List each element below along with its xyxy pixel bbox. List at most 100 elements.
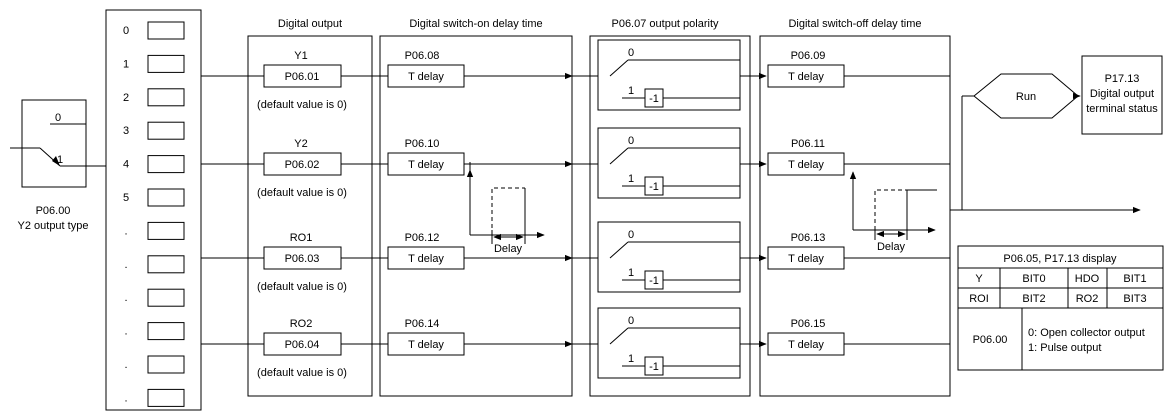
table-cell: BIT1 xyxy=(1123,273,1146,285)
title-output-polarity: P06.07 output polarity xyxy=(611,18,719,30)
y2-switch-pos1: 1 xyxy=(57,154,63,166)
polarity-one: 1 xyxy=(628,173,634,185)
y2-switch-frame xyxy=(21,99,87,188)
polarity-neg: -1 xyxy=(649,361,659,373)
polarity-box xyxy=(597,307,741,379)
delay-box-label: T delay xyxy=(408,159,444,171)
switch-on-code: P06.12 xyxy=(405,232,440,244)
selector-item-label: . xyxy=(124,359,127,371)
selector-list xyxy=(105,9,202,411)
polarity-one: 1 xyxy=(628,353,634,365)
selector-item-label: . xyxy=(124,392,127,404)
output-code: P06.01 xyxy=(285,71,320,83)
polarity-zero: 0 xyxy=(628,135,634,147)
switch-on-delay-graph: Delay xyxy=(466,162,545,255)
polarity-neg: -1 xyxy=(649,181,659,193)
selector-slot xyxy=(147,221,185,240)
y2-switch-caption: Y2 output type xyxy=(18,220,89,232)
output-code: P06.04 xyxy=(285,339,320,351)
output-name: Y1 xyxy=(294,50,307,62)
selector-slot xyxy=(147,255,185,274)
selector-slot xyxy=(147,288,185,307)
status-line3: terminal status xyxy=(1086,103,1158,115)
polarity-one: 1 xyxy=(628,85,634,97)
delay-box-label: T delay xyxy=(408,253,444,265)
output-default-note: (default value is 0) xyxy=(257,281,347,293)
y2-switch-code: P06.00 xyxy=(36,205,71,217)
selector-slot xyxy=(147,21,185,40)
selector-item-label: 3 xyxy=(123,125,129,137)
selector-items: 0 1 2 3 4 5...... xyxy=(123,21,185,407)
output-code: P06.03 xyxy=(285,253,320,265)
selector-slot xyxy=(147,322,185,341)
status-line2: Digital output xyxy=(1090,88,1154,100)
selector-slot xyxy=(147,355,185,374)
polarity-zero: 0 xyxy=(628,229,634,241)
switch-off-delay-label: Delay xyxy=(877,241,906,253)
run-label: Run xyxy=(1016,91,1036,103)
selector-item-label: 4 xyxy=(123,159,129,171)
polarity-box xyxy=(597,39,741,111)
delay-box-label: T delay xyxy=(408,339,444,351)
polarity-neg: -1 xyxy=(649,93,659,105)
table-cell: BIT2 xyxy=(1022,293,1045,305)
output-name: Y2 xyxy=(294,138,307,150)
polarity-neg: -1 xyxy=(649,275,659,287)
selector-slot xyxy=(147,155,185,174)
selector-slot xyxy=(147,54,185,73)
output-default-note: (default value is 0) xyxy=(257,187,347,199)
status-code: P17.13 xyxy=(1105,73,1140,85)
polarity-box xyxy=(597,127,741,199)
run-path: Run P17.13 Digital output terminal statu… xyxy=(950,55,1163,214)
switch-off-delay-graph: Delay xyxy=(849,171,937,253)
status-box xyxy=(1081,55,1163,135)
delay-box-label: T delay xyxy=(408,71,444,83)
selector-slot xyxy=(147,388,185,407)
table-cell: ROI xyxy=(969,293,989,305)
table-cell: RO2 xyxy=(1076,293,1099,305)
selector-item-label: 1 xyxy=(123,58,129,70)
switch-on-delay-label: Delay xyxy=(494,243,523,255)
display-table-title: P06.05, P17.13 display xyxy=(1003,253,1117,265)
delay-box-label: T delay xyxy=(788,339,824,351)
title-switch-on-delay: Digital switch-on delay time xyxy=(409,18,542,30)
switch-on-code: P06.10 xyxy=(405,138,440,150)
table-cell: BIT0 xyxy=(1022,273,1045,285)
output-default-note: (default value is 0) xyxy=(257,99,347,111)
display-table: P06.05, P17.13 display Y BIT0 HDO BIT1 R… xyxy=(957,245,1164,371)
output-name: RO2 xyxy=(290,318,313,330)
table-cell: Y xyxy=(975,273,983,285)
switch-off-code: P06.11 xyxy=(791,138,825,150)
selector-item-label: . xyxy=(124,259,127,271)
selector-item-label: . xyxy=(124,225,127,237)
selector-item-label: . xyxy=(124,326,127,338)
y2-switch-pos0: 0 xyxy=(55,112,61,124)
switch-on-code: P06.08 xyxy=(405,50,440,62)
delay-box-label: T delay xyxy=(788,159,824,171)
selector-item-label: 0 xyxy=(123,25,129,37)
table-param: P06.00 xyxy=(973,334,1008,346)
output-default-note: (default value is 0) xyxy=(257,367,347,379)
switch-on-code: P06.14 xyxy=(405,318,440,330)
delay-box-label: T delay xyxy=(788,71,824,83)
title-switch-off-delay: Digital switch-off delay time xyxy=(788,18,921,30)
selector-frame xyxy=(105,9,202,411)
selector-slot xyxy=(147,121,185,140)
selector-item-label: 2 xyxy=(123,92,129,104)
table-cell: HDO xyxy=(1075,273,1100,285)
selector-item-label: . xyxy=(124,292,127,304)
switch-off-code: P06.13 xyxy=(791,232,826,244)
table-option: 0: Open collector output xyxy=(1028,327,1145,339)
switch-off-code: P06.09 xyxy=(791,50,826,62)
delay-box-label: T delay xyxy=(788,253,824,265)
selector-item-label: 5 xyxy=(123,192,129,204)
polarity-box xyxy=(597,221,741,293)
title-digital-output: Digital output xyxy=(278,18,342,30)
table-option: 1: Pulse output xyxy=(1028,342,1101,354)
